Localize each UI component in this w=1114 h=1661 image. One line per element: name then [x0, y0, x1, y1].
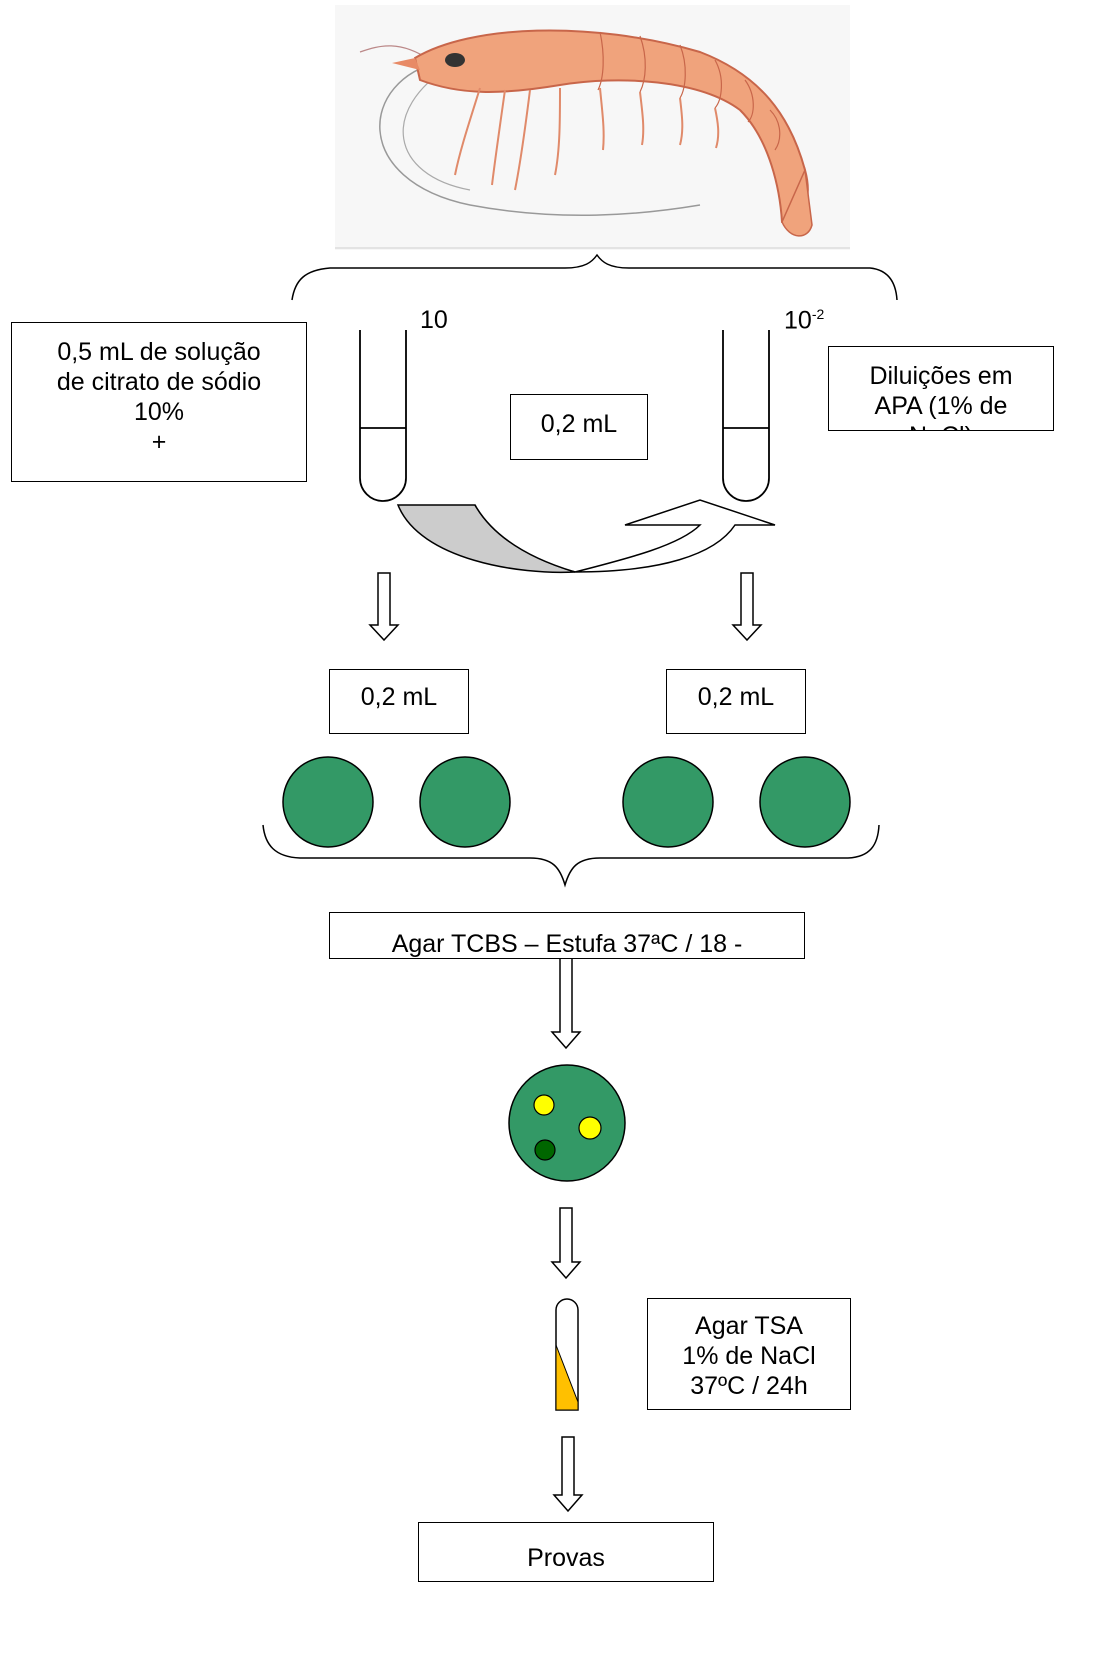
tsa-culture-line: Agar TSA [695, 1312, 803, 1340]
tube-right-label-exponent: -2 [811, 306, 825, 322]
down-arrow-center-3 [552, 1436, 584, 1513]
down-arrow-center-2 [550, 1207, 582, 1280]
shrimp-illustration [335, 5, 850, 250]
dilutions-line: Diluições em [869, 362, 1013, 390]
agar-plate-1 [282, 756, 374, 848]
transfer-arrow [396, 499, 776, 574]
sample-prep-box: 0,5 mL de solução de citrato de sódio 10… [11, 322, 307, 482]
tsa-culture-line: 1% de NaCl [682, 1342, 816, 1370]
tcbs-incubation-box: Agar TCBS – Estufa 37ªC / 18 - [329, 912, 805, 959]
plate-volume-right-box: 0,2 mL [666, 669, 806, 734]
tests-text: Provas [527, 1544, 605, 1572]
down-arrow-center-1 [550, 951, 582, 1050]
dilutions-box: Diluições em APA (1% de NaCl) [828, 346, 1054, 431]
plate-volume-left-text: 0,2 mL [360, 683, 438, 711]
yellow-colony [578, 1116, 602, 1140]
tube-left-label: 10 [420, 306, 448, 335]
transfer-volume-box: 0,2 mL [510, 394, 648, 460]
down-arrow-left [368, 572, 400, 642]
plates-brace [262, 824, 880, 888]
agar-plate-3 [622, 756, 714, 848]
plate-volume-right-text: 0,2 mL [697, 683, 775, 711]
dilutions-line: APA (1% de [874, 392, 1008, 420]
sample-prep-line: 0,5 mL de solução [57, 338, 261, 366]
agar-plate-4 [759, 756, 851, 848]
top-brace [291, 253, 898, 301]
plate-volume-left-box: 0,2 mL [329, 669, 469, 734]
tube-right-label-base: 10 [784, 306, 812, 335]
down-arrow-right [731, 572, 763, 642]
tcbs-incubation-text: Agar TCBS – Estufa 37ªC / 18 - [391, 930, 743, 958]
tsa-culture-box: Agar TSA 1% de NaCl 37ºC / 24h [647, 1298, 851, 1410]
sample-prep-line: 10% [133, 398, 185, 426]
sample-prep-line: de citrato de sódio [56, 368, 262, 396]
transfer-volume-text: 0,2 mL [540, 410, 618, 438]
test-tube-right [722, 330, 770, 502]
tube-right-label: 10-2 [784, 306, 824, 335]
test-tube-left [359, 330, 407, 502]
agar-plate-2 [419, 756, 511, 848]
dilutions-line: NaCl) [829, 421, 1053, 430]
incubated-plate [508, 1064, 626, 1182]
yellow-colony [533, 1094, 555, 1116]
tsa-culture-line: 37ºC / 24h [690, 1372, 808, 1400]
tube-left-label-text: 10 [420, 306, 448, 334]
sample-prep-line: + [151, 428, 167, 456]
green-colony [534, 1139, 556, 1161]
tests-box: Provas [418, 1522, 714, 1582]
slant-tube [555, 1298, 579, 1411]
